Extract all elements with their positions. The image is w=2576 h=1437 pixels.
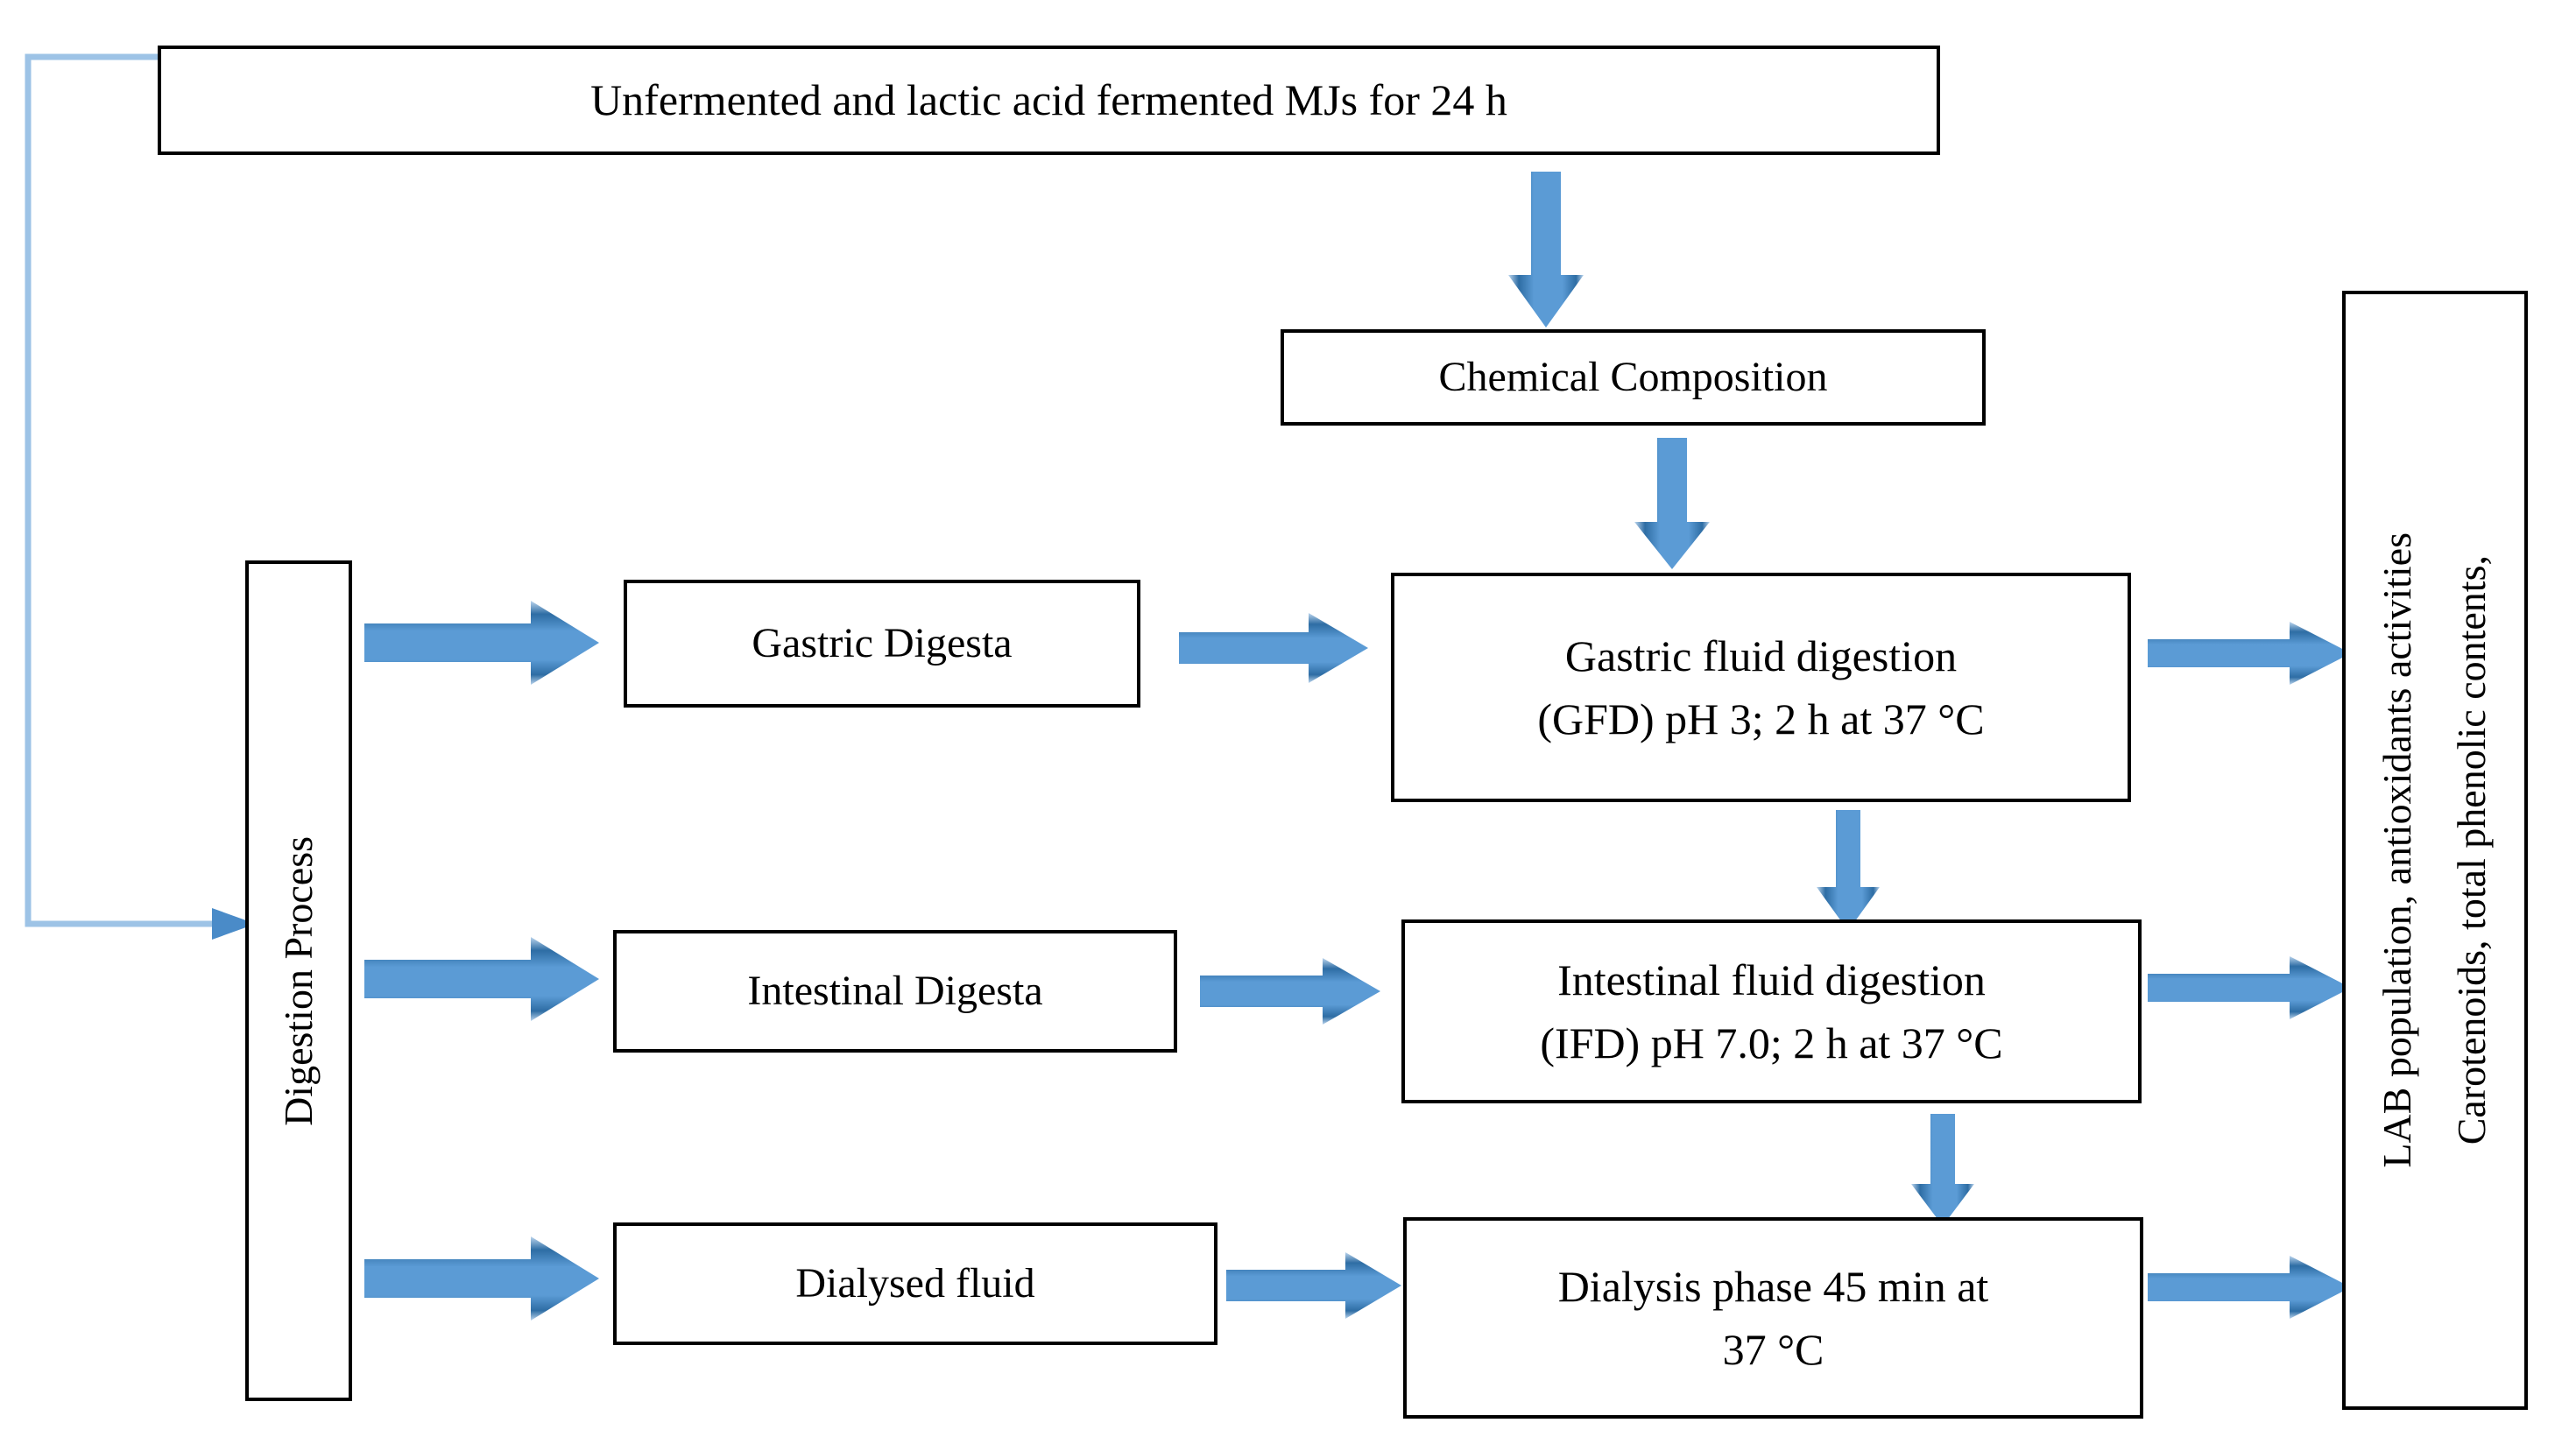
arrow-ifd-to-dialysis [1911, 1114, 1974, 1226]
dialysis-phase-box: Dialysis phase 45 min at 37 °C [1403, 1217, 2143, 1419]
arrow-chemical-to-gfd [1634, 438, 1710, 569]
digestion-process-label: Digestion Process [275, 835, 321, 1126]
gfd-line-1: Gastric fluid digestion [1564, 630, 1958, 680]
gastric-fluid-digestion-box: Gastric fluid digestion (GFD) pH 3; 2 h … [1391, 573, 2131, 802]
ifd-line-2: (IFD) pH 7.0; 2 h at 37 °C [1540, 1018, 2003, 1067]
gfd-line-2: (GFD) pH 3; 2 h at 37 °C [1537, 694, 1985, 743]
arrow-intestinal-digesta-to-ifd [1200, 958, 1380, 1025]
arrow-gfd-to-ifd [1817, 810, 1880, 931]
source-box-label: Unfermented and lactic acid fermented MJ… [590, 75, 1507, 125]
arrow-dialysed-fluid-to-dialysis [1226, 1252, 1401, 1319]
source-box-unfermented-mjs: Unfermented and lactic acid fermented MJ… [158, 46, 1940, 155]
gastric-digesta-label: Gastric Digesta [752, 620, 1013, 667]
digestion-process-box: Digestion Process [245, 560, 352, 1401]
results-line-1: Carotenoids, total phenolic contents, [2449, 555, 2494, 1145]
ifd-line-1: Intestinal fluid digestion [1557, 954, 1986, 1004]
dialysis-line-2: 37 °C [1722, 1325, 1824, 1374]
arrow-dialysis-to-results [2148, 1256, 2351, 1319]
gastric-digesta-box: Gastric Digesta [624, 580, 1140, 708]
intestinal-fluid-digestion-box: Intestinal fluid digestion (IFD) pH 7.0;… [1401, 919, 2142, 1103]
arrow-process-to-gastric-digesta [364, 601, 599, 685]
intestinal-digesta-box: Intestinal Digesta [613, 930, 1177, 1053]
chemical-composition-label: Chemical Composition [1438, 354, 1828, 401]
intestinal-digesta-label: Intestinal Digesta [747, 968, 1043, 1015]
arrow-gfd-to-results [2148, 622, 2351, 685]
dialysed-fluid-label: Dialysed fluid [795, 1260, 1035, 1307]
dialysis-line-1: Dialysis phase 45 min at [1557, 1261, 1989, 1311]
feedback-connector [9, 48, 272, 950]
chemical-composition-box: Chemical Composition [1281, 329, 1986, 426]
arrow-ifd-to-results [2148, 956, 2351, 1019]
arrow-gastric-digesta-to-gfd [1179, 613, 1368, 683]
arrow-process-to-dialysed-fluid [364, 1236, 599, 1321]
arrow-process-to-intestinal-digesta [364, 937, 599, 1021]
results-box: Carotenoids, total phenolic contents, LA… [2342, 291, 2528, 1410]
results-line-2: LAB population, antioxidants activities [2375, 532, 2420, 1168]
dialysed-fluid-box: Dialysed fluid [613, 1222, 1217, 1345]
arrow-source-to-chemical [1508, 172, 1584, 328]
